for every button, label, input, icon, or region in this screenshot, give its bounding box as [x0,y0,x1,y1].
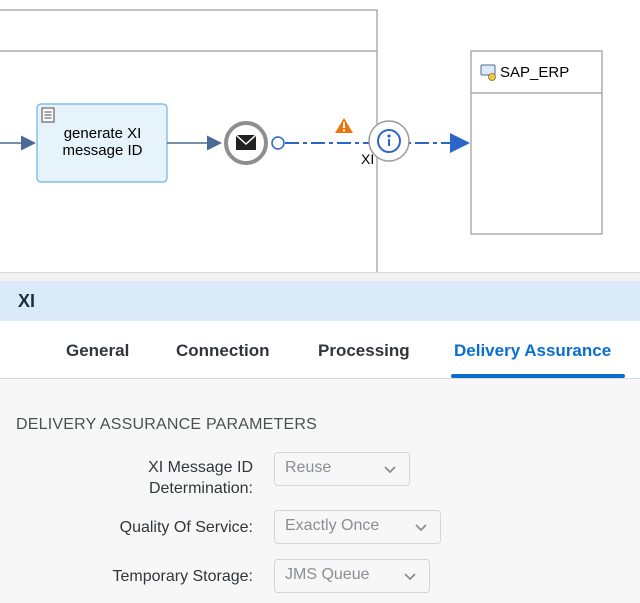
tab-bar: General Connection Processing Delivery A… [0,321,640,379]
quality-of-service-select[interactable]: Exactly Once [274,510,441,544]
connection-label: XI [361,151,375,167]
info-icon[interactable] [368,120,410,162]
properties-header: XI [0,281,640,321]
panel-splitter[interactable] [0,272,640,282]
section-title: DELIVERY ASSURANCE PARAMETERS [16,416,318,433]
xi-message-id-label: XI Message ID Determination: [148,459,253,497]
tab-delivery-assurance[interactable]: Delivery Assurance [454,341,612,360]
quality-of-service-label: Quality Of Service: [119,519,253,536]
xi-message-id-select[interactable]: Reuse [274,452,410,486]
process-diagram-canvas[interactable]: generate XI message ID XI SAP_ERP [0,0,640,272]
diagram-svg [0,9,603,272]
chevron-down-icon [404,573,416,581]
task-label: generate XI message ID [62,125,143,159]
delivery-assurance-content: DELIVERY ASSURANCE PARAMETERS XI Message… [0,379,640,603]
tab-connection[interactable]: Connection [176,341,270,360]
temporary-storage-select[interactable]: JMS Queue [274,559,430,593]
tab-processing[interactable]: Processing [318,341,410,360]
properties-title: XI [18,291,36,311]
quality-of-service-value: Exactly Once [285,517,380,534]
receiver-label: SAP_ERP [500,64,570,81]
temporary-storage-label: Temporary Storage: [112,568,253,585]
xi-message-id-value: Reuse [285,459,332,476]
system-icon [480,64,496,81]
tab-general[interactable]: General [66,341,130,360]
chevron-down-icon [384,466,396,474]
temporary-storage-value: JMS Queue [285,566,370,583]
sap-erp-receiver[interactable] [470,50,603,235]
warning-icon[interactable] [335,118,353,133]
message-end-event[interactable] [224,121,268,165]
generate-xi-message-id-task[interactable] [36,103,168,183]
chevron-down-icon [415,524,427,532]
script-task-icon [41,107,55,123]
selected-tab-indicator [451,374,625,378]
